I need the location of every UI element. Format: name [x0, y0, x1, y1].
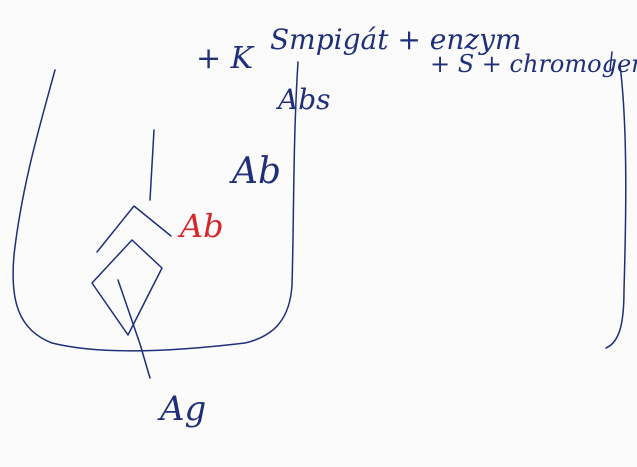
ab-upper-label: Ab: [232, 151, 282, 192]
reagent-right-label: + S + chromogen: [430, 50, 637, 78]
well-outline-left: [12, 61, 299, 352]
well-outline-right: [605, 64, 627, 349]
antigen-diamond: [91, 239, 163, 336]
right-divider-mark: [609, 51, 613, 71]
reagent-top-label: Smpigát + enzym: [270, 23, 522, 56]
ab-red-label: Ab: [180, 207, 224, 245]
upper-antibody-stem: [149, 129, 155, 201]
upper-antibody-arms: [96, 205, 172, 253]
abs-label: Abs: [278, 83, 331, 116]
ag-label: Ag: [160, 389, 207, 429]
lower-antibody-stem: [117, 279, 151, 379]
plus-k-label: + K: [196, 41, 254, 76]
